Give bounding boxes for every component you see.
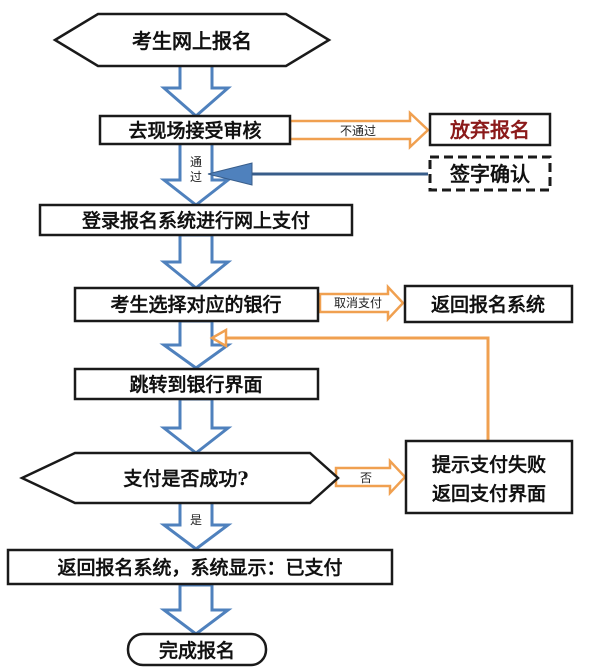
- login-pay-box: [38, 203, 354, 237]
- edge-label-yes: 是: [190, 513, 202, 527]
- return-paid-box: [6, 548, 394, 586]
- arrow-login-to-bank: [159, 233, 233, 290]
- arrow-bank-to-jump: [159, 319, 233, 370]
- sign-box-label: 签字确认: [449, 162, 531, 186]
- sign-box: [428, 155, 552, 192]
- arrow-review-to-login: [159, 141, 233, 207]
- return-loop-arrowhead: [209, 327, 228, 349]
- down-arrows: [159, 56, 233, 636]
- arrow-cancel-pay: [318, 283, 405, 323]
- pay-success-decision: [19, 451, 340, 505]
- orange-arrows: [288, 110, 430, 497]
- finish-terminal: [126, 632, 268, 667]
- review-box-label: 去现场接受审核: [128, 119, 261, 142]
- abandon-box-label: 放弃报名: [449, 118, 530, 142]
- edge-label-not-pass: 不通过: [340, 124, 376, 138]
- return-system-box: [403, 284, 574, 324]
- choose-bank-box-label: 考生选择对应的银行: [110, 293, 281, 316]
- arrow-paid-to-finish: [159, 583, 233, 636]
- start-terminal: [52, 12, 332, 68]
- pay-fail-box: [404, 439, 574, 515]
- arrow-not-pass: [288, 110, 430, 150]
- pay-fail-line1: 提示支付失败: [432, 453, 546, 476]
- login-pay-box-label: 登录报名系统进行网上支付: [81, 209, 310, 232]
- return-loop-line: [224, 336, 490, 441]
- edge-label-cancel-pay: 取消支付: [334, 296, 382, 310]
- edge-label-pass-2: 过: [190, 170, 202, 184]
- jump-bank-box: [73, 367, 320, 401]
- arrow-no: [334, 457, 407, 497]
- arrow-jump-to-decision: [159, 397, 233, 455]
- return-loop: [209, 327, 490, 441]
- sign-arrow-head: [207, 162, 253, 186]
- abandon-box: [428, 112, 552, 147]
- sign-arrow: [207, 162, 428, 186]
- return-system-box-label: 返回报名系统: [431, 293, 545, 316]
- jump-bank-box-label: 跳转到银行界面: [129, 373, 262, 396]
- edge-label-pass-1: 通: [190, 155, 202, 169]
- pay-success-decision-label: 支付是否成功?: [122, 467, 248, 490]
- finish-terminal-label: 完成报名: [159, 639, 235, 662]
- pay-fail-line2: 返回支付界面: [432, 482, 546, 505]
- start-terminal-label: 考生网上报名: [132, 29, 252, 53]
- edge-label-no: 否: [360, 471, 372, 485]
- return-paid-box-label: 返回报名系统，系统显示：已支付: [57, 556, 342, 579]
- choose-bank-box: [73, 286, 320, 323]
- review-box: [98, 114, 292, 146]
